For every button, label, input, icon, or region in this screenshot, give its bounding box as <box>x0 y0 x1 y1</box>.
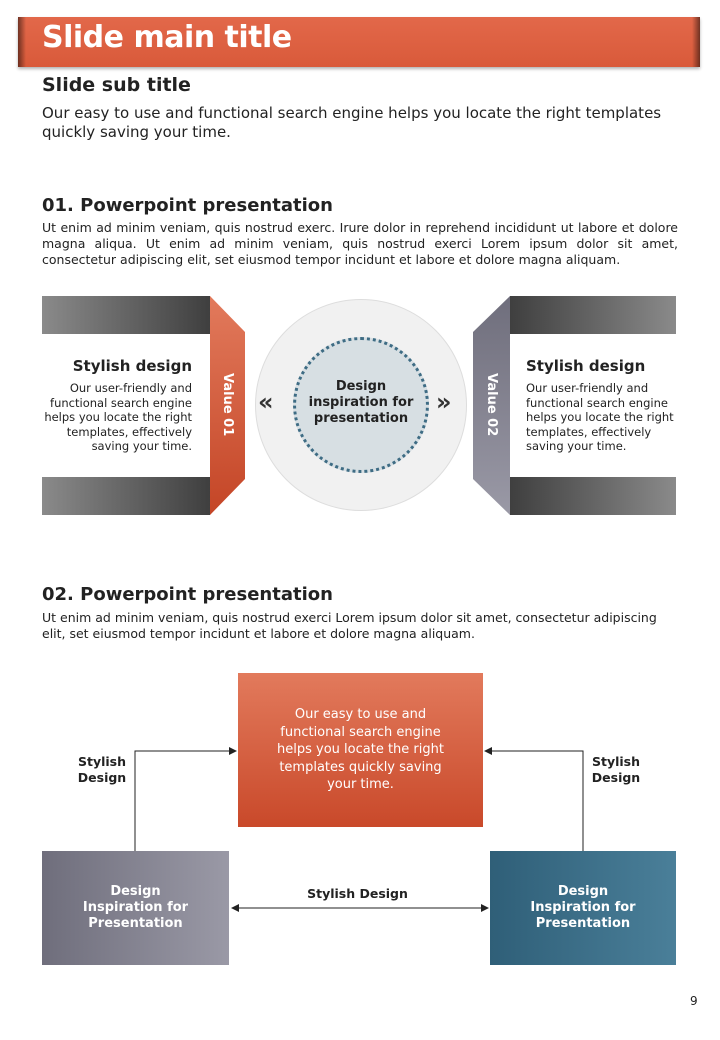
slide-subtitle: Slide sub title <box>42 74 191 96</box>
bottom-label: Stylish Design <box>307 886 408 901</box>
left-top-bar <box>42 296 210 334</box>
right-box: Design Inspiration for Presentation <box>490 851 676 965</box>
section2-heading: 02. Powerpoint presentation <box>42 584 333 605</box>
title-bar <box>18 17 700 67</box>
section1-text: Ut enim ad minim veniam, quis nostrud ex… <box>42 220 678 267</box>
left-box: Design Inspiration for Presentation <box>42 851 229 965</box>
inner-circle <box>293 337 429 473</box>
section2-text: Ut enim ad minim veniam, quis nostrud ex… <box>42 610 657 641</box>
left-bottom-bar <box>42 477 210 515</box>
top-box: Our easy to use and functional search en… <box>238 673 483 827</box>
right-connector <box>484 747 584 851</box>
section1-heading: 01. Powerpoint presentation <box>42 195 333 216</box>
left-connector <box>134 747 237 851</box>
right-card-text: Our user-friendly and functional search … <box>526 381 674 453</box>
slide-title: Slide main title <box>42 20 292 55</box>
right-top-bar <box>510 296 676 334</box>
value01-tab <box>210 296 245 515</box>
chevron-left-icon: « <box>258 388 274 416</box>
page-number: 9 <box>690 994 698 1008</box>
left-label: Stylish Design <box>77 754 127 785</box>
center-text: Design inspiration for presentation <box>308 379 414 426</box>
value01-label: Value 01 <box>220 373 235 437</box>
value02-tab <box>473 296 510 515</box>
left-card-text: Our user-friendly and functional search … <box>44 381 192 453</box>
chevron-right-icon: » <box>436 388 452 416</box>
value02-label: Value 02 <box>484 373 499 437</box>
right-label: Stylish Design <box>591 754 641 785</box>
right-card-title: Stylish design <box>526 357 646 375</box>
left-card-title: Stylish design <box>72 357 192 375</box>
intro-text: Our easy to use and functional search en… <box>42 104 662 141</box>
right-bottom-bar <box>510 477 676 515</box>
